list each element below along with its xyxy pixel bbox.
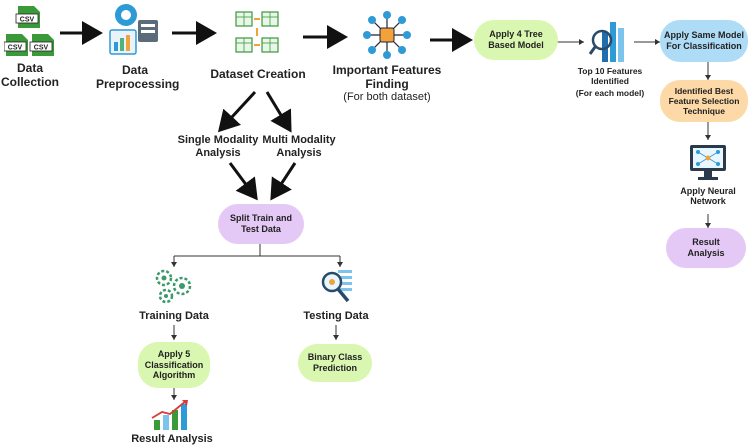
single-modality-label: Single Modality Analysis [177,134,259,159]
gears-icon [152,266,196,306]
arrow-single-to-split [228,162,258,201]
ranking-chart-icon [588,20,632,64]
arrow-dataset-to-multi [265,91,292,133]
apply-neural-network-label: Apply Neural Network [680,186,736,207]
arrow-dataset-to-single [217,90,257,133]
csv-label: CSV [8,45,23,52]
data-preprocessing-label: Data Preprocessing [96,63,180,91]
training-data-label: Training Data [139,310,209,322]
growth-chart-icon [150,398,194,432]
important-features-label: Important Features Finding [332,63,442,91]
binary-class-prediction-node: Binary Class Prediction [298,344,372,382]
best-feature-node: Identified Best Feature Selection Techni… [660,80,748,122]
dataset-grid-icon [232,8,282,58]
apply-same-model-node: Apply Same Model For Classification [660,20,748,62]
csv-label: CSV [20,17,35,24]
arrow-multi-to-split [270,162,297,201]
apply-tree-models-node: Apply 4 Tree Based Model [474,20,558,60]
result-analysis-left-label: Result Analysis [131,433,213,445]
result-analysis-right-node: Result Analysis [666,228,746,268]
important-features-sublabel: (For both dataset) [343,91,431,103]
csv-label: CSV [34,45,49,52]
split-train-test-node: Split Train and Test Data [218,204,304,244]
apply-5-classification-node: Apply 5 Classification Algorithm [138,342,210,388]
data-preprocessing-icon [106,2,162,58]
neural-monitor-icon [688,143,728,183]
csv-files-icon: CSV CSV CSV [3,4,58,60]
testing-data-label: Testing Data [303,310,369,322]
magnifier-data-icon [318,268,356,306]
top10-sublabel: (For each model) [575,88,645,98]
feature-network-icon [362,10,412,60]
top10-label: Top 10 Features Identified [577,66,643,86]
data-collection-label: Data Collection [0,61,59,89]
dataset-creation-label: Dataset Creation [210,67,306,81]
multi-modality-label: Multi Modality Analysis [262,134,336,159]
